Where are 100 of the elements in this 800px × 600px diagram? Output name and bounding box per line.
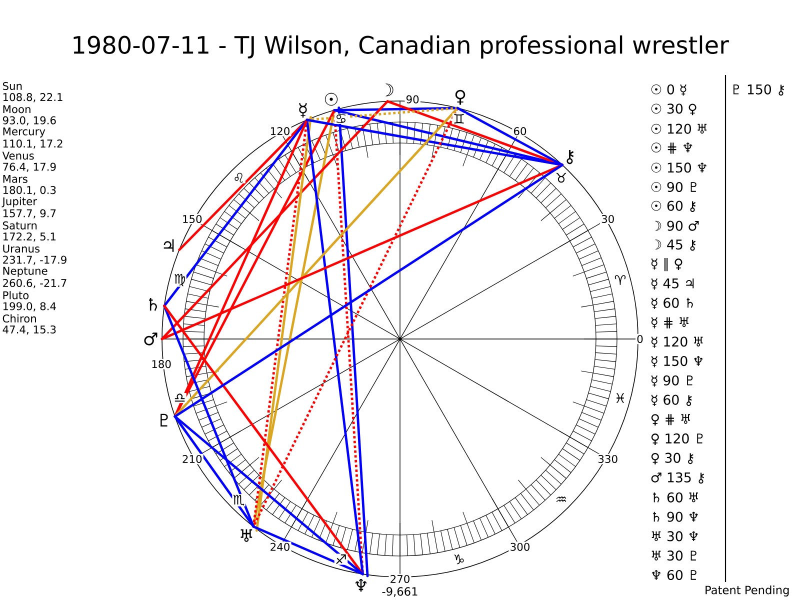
planet-name: Mars xyxy=(3,175,28,183)
position-value: 180.1, 0.3 xyxy=(3,186,56,196)
aspect-line xyxy=(252,525,364,576)
aspect-entry: ☉ 150 ♆ xyxy=(651,162,706,173)
aspect-line xyxy=(252,108,459,528)
aspect-line xyxy=(174,106,459,418)
aspect-entry: ♂ 135 ⚷ xyxy=(651,472,704,484)
aspect-entry: ☿ 60 ♄ xyxy=(651,298,693,310)
aspect-entry: ☉ 60 ⚷ xyxy=(651,200,696,212)
aspect-entry: ☉ 0 ☿ xyxy=(651,84,686,96)
planet-glyph: ♂ xyxy=(144,332,158,346)
aspect-entry: ☿ 90 ♇ xyxy=(651,375,693,387)
planet-name: Chiron xyxy=(2,314,36,323)
aspect-line xyxy=(174,415,364,576)
aspect-entry: ♀ 120 ♇ xyxy=(651,433,703,445)
chart-title: 1980-07-11 - TJ Wilson, Canadian professional wrestler xyxy=(74,35,729,59)
planet-glyph: ☿ xyxy=(299,103,307,118)
aspect-line xyxy=(456,106,564,166)
aspect-entry: ☉ 120 ♅ xyxy=(651,124,706,134)
planet-glyph: ♇ xyxy=(160,414,168,427)
degree-number: 270 xyxy=(388,574,412,584)
aspect-entry: ☽ 45 ⚷ xyxy=(655,240,696,251)
aspect-line xyxy=(333,110,364,574)
zodiac-sign: ♓ xyxy=(614,392,627,404)
planet-glyph: ☉ xyxy=(324,92,338,106)
planet-glyph: ♀ xyxy=(455,90,466,105)
aspect-line xyxy=(160,100,389,340)
aspect-entry: ♅ 30 ♆ xyxy=(652,531,698,542)
degree-number: 30 xyxy=(600,214,616,224)
aspect-entry: ☿ 150 ♆ xyxy=(651,356,703,368)
zodiac-sign: ♌ xyxy=(232,172,246,184)
planet-name: Sun xyxy=(2,82,22,90)
aspect-entry: ♆ 60 ♇ xyxy=(652,570,696,580)
degree-number: 90 xyxy=(404,94,420,104)
planet-name: Jupiter xyxy=(2,197,38,208)
degree-number: 180 xyxy=(150,359,173,370)
planet-glyph: ♃ xyxy=(164,239,174,252)
position-value: 93.0, 19.6 xyxy=(2,116,56,126)
position-value: 172.2, 5.1 xyxy=(3,232,56,242)
degree-number: 0 xyxy=(636,334,644,344)
aspect-entry: ♅ 30 ♇ xyxy=(652,550,696,561)
position-value: 76.4, 17.9 xyxy=(3,162,56,172)
zodiac-sign: ♏ xyxy=(232,494,246,506)
aspect-entry: ☉ 30 ♀ xyxy=(651,104,696,116)
degree-number: 330 xyxy=(596,454,620,464)
aspect-line xyxy=(306,118,364,576)
planet-glyph: ♆ xyxy=(355,579,367,592)
footer-note: Patent Pending xyxy=(706,586,789,596)
zodiac-sign: ♉ xyxy=(554,172,568,184)
aspect-entry: ☿ 120 ♅ xyxy=(651,336,703,348)
planet-name: Neptune xyxy=(3,266,48,277)
planet-name: Saturn xyxy=(2,221,37,230)
aspect-entry: ☿ 45 ♃ xyxy=(651,278,694,290)
planet-glyph: ♅ xyxy=(240,529,252,542)
position-value: 110.1, 17.2 xyxy=(3,140,62,149)
aspect-line xyxy=(163,304,364,576)
aspect-entry: ☿ ∥ ♀ xyxy=(651,258,682,272)
zodiac-sign: ♈ xyxy=(614,274,627,286)
aspect-line xyxy=(338,106,369,578)
planet-glyph: ☽ xyxy=(385,84,394,96)
zodiac-sign: ♍ xyxy=(173,273,186,287)
aspect-line xyxy=(163,118,308,308)
planet-glyph: ⚷ xyxy=(566,150,574,164)
planet-name: Moon xyxy=(3,105,30,114)
degree-number: 240 xyxy=(268,542,292,552)
zodiac-sign: ♑ xyxy=(452,554,466,565)
degree-number: 120 xyxy=(268,126,292,136)
zodiac-sign: ♊ xyxy=(452,113,466,124)
aspect-entry: ☉ ⋕ ♆ xyxy=(651,142,692,154)
score-number: -9,661 xyxy=(382,587,418,597)
degree-number: 60 xyxy=(512,126,528,136)
position-value: 199.0, 8.4 xyxy=(3,302,56,312)
aspect-entry: ♇ 150 ⚷ xyxy=(733,84,784,96)
position-value: 47.4, 15.3 xyxy=(2,325,56,335)
aspect-line xyxy=(306,106,458,122)
aspect-entry: ☿ ⋕ ♅ xyxy=(651,317,688,328)
planet-name: Uranus xyxy=(3,244,40,253)
aspect-entry: ♄ 60 ♅ xyxy=(653,492,698,502)
aspect-entry: ☉ 90 ♇ xyxy=(651,182,696,192)
position-value: 260.6, -21.7 xyxy=(3,278,66,288)
position-value: 231.7, -17.9 xyxy=(3,256,66,265)
degree-number: 150 xyxy=(180,214,204,224)
planet-name: Mercury xyxy=(3,127,46,138)
aspect-entry: ☿ 60 ⚷ xyxy=(651,394,692,406)
aspect-entry: ☽ 90 ♂ xyxy=(655,220,699,231)
zodiac-sign: ♐ xyxy=(334,554,348,565)
aspect-line xyxy=(174,118,308,418)
aspect-entry: ♀ ⋕ ♅ xyxy=(651,414,690,426)
position-value: 108.8, 22.1 xyxy=(3,93,62,102)
aspect-entry: ♀ 30 ⚷ xyxy=(651,452,694,464)
planet-name: Venus xyxy=(2,152,34,160)
aspect-line xyxy=(174,164,564,418)
degree-number: 210 xyxy=(180,454,204,464)
aspect-line xyxy=(174,415,255,528)
aspect-entry: ♄ 90 ♆ xyxy=(653,512,698,522)
aspect-line xyxy=(163,304,255,528)
zodiac-sign: ♒ xyxy=(554,496,568,505)
zodiac-sign: ♎ xyxy=(173,393,186,404)
position-value: 157.7, 9.7 xyxy=(3,209,56,218)
zodiac-sign: ♋ xyxy=(334,114,348,124)
